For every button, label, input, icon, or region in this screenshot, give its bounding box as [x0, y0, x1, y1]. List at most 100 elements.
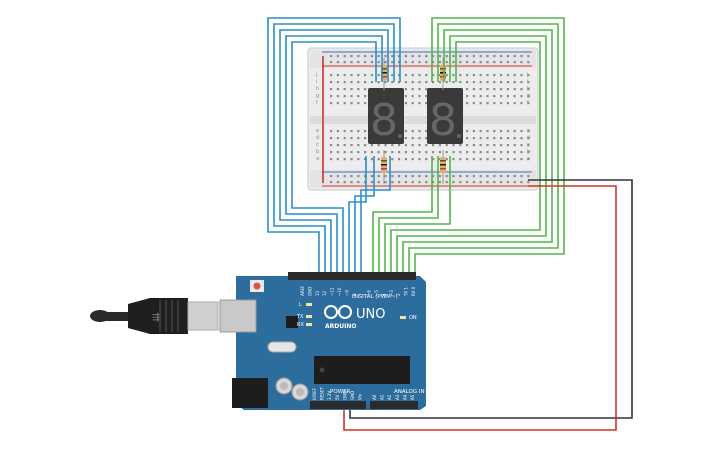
hole: [357, 55, 360, 58]
hole: [445, 61, 448, 64]
hole: [350, 181, 353, 184]
blue-wire[interactable]: [348, 156, 367, 275]
hole: [411, 88, 414, 91]
power-label: POWER: [330, 389, 351, 395]
blue-wire[interactable]: [279, 29, 389, 275]
blue-wire[interactable]: [360, 156, 391, 275]
board-name: UNO: [356, 307, 385, 322]
led-tx-label: TX: [296, 314, 304, 320]
pin-label: TX 1: [404, 287, 409, 297]
blue-wire[interactable]: [291, 41, 377, 275]
hole: [466, 144, 469, 147]
red-5v-wire[interactable]: [343, 185, 617, 431]
blue-wire[interactable]: [285, 35, 383, 275]
seven-segment-display-left[interactable]: 8: [368, 88, 404, 146]
hole: [432, 81, 435, 84]
hole: [506, 55, 509, 58]
arduino-uno-board[interactable]: L TX RX ON ARDUINO UNO DIGITAL (PWM~) PO…: [219, 272, 426, 410]
hole: [357, 95, 360, 98]
blue-wire[interactable]: [273, 23, 395, 275]
green-wire[interactable]: [408, 23, 559, 275]
hole: [343, 102, 346, 105]
hole: [336, 61, 339, 64]
hole: [493, 175, 496, 178]
pin-label: 7: [359, 293, 364, 296]
hole: [357, 74, 360, 77]
green-wire[interactable]: [402, 29, 553, 275]
green-wire[interactable]: [384, 156, 451, 275]
hole: [418, 95, 421, 98]
hole: [343, 55, 346, 58]
hole: [479, 151, 482, 154]
hole: [452, 144, 455, 147]
blue-wires[interactable]: [267, 17, 401, 275]
hole: [432, 151, 435, 154]
hole: [364, 137, 367, 140]
usb-cable[interactable]: ⇶: [90, 298, 219, 334]
hole: [350, 55, 353, 58]
hole: [479, 81, 482, 84]
hole: [350, 95, 353, 98]
green-wire[interactable]: [396, 35, 547, 275]
black-gnd-wire[interactable]: [349, 179, 633, 419]
decimal-point: [398, 134, 402, 138]
resistor-bottom-left[interactable]: [381, 150, 387, 184]
hole: [445, 81, 448, 84]
arduino-logo-icon: [324, 305, 352, 319]
hole: [343, 175, 346, 178]
hole: [459, 158, 462, 161]
hole: [336, 151, 339, 154]
hole: [370, 144, 373, 147]
hole: [377, 74, 380, 77]
green-wire[interactable]: [390, 41, 541, 275]
resistor-bottom-right[interactable]: [440, 150, 446, 184]
seven-segment-display-right[interactable]: 8: [427, 88, 463, 146]
pin-label: 3.3V: [327, 391, 332, 400]
hole: [418, 137, 421, 140]
hole: [411, 137, 414, 140]
pin-label: ~3: [389, 290, 394, 296]
hole: [330, 175, 333, 178]
pin-label: ~10: [337, 287, 342, 296]
hole: [336, 81, 339, 84]
hole: [370, 175, 373, 178]
hole: [493, 181, 496, 184]
led-l: [306, 303, 312, 306]
hole: [520, 102, 523, 105]
atmega-chip: [314, 356, 410, 384]
hole: [432, 158, 435, 161]
hole: [438, 61, 441, 64]
hole: [425, 74, 428, 77]
row-letter: a: [527, 156, 530, 162]
hole: [493, 130, 496, 133]
hole: [398, 158, 401, 161]
row-letter: d: [316, 135, 319, 141]
green-wire[interactable]: [372, 156, 433, 275]
hole: [391, 151, 394, 154]
pin-label: A3: [395, 394, 400, 400]
hole: [350, 102, 353, 105]
hole: [500, 95, 503, 98]
hole: [411, 175, 414, 178]
row-letter: i: [527, 79, 528, 85]
hole: [343, 137, 346, 140]
hole: [513, 88, 516, 91]
usb-chip: [286, 316, 298, 328]
green-wires[interactable]: [372, 17, 565, 275]
blue-wire[interactable]: [354, 156, 375, 275]
hole: [459, 55, 462, 58]
hole: [377, 158, 380, 161]
hole: [404, 137, 407, 140]
green-wire[interactable]: [414, 17, 565, 275]
row-letter: e: [316, 128, 319, 134]
hole: [472, 144, 475, 147]
hole: [404, 151, 407, 154]
hole: [472, 181, 475, 184]
green-wire[interactable]: [378, 156, 439, 275]
hole: [479, 102, 482, 105]
hole: [330, 81, 333, 84]
blue-wire[interactable]: [267, 17, 401, 275]
hole: [398, 181, 401, 184]
hole: [500, 158, 503, 161]
